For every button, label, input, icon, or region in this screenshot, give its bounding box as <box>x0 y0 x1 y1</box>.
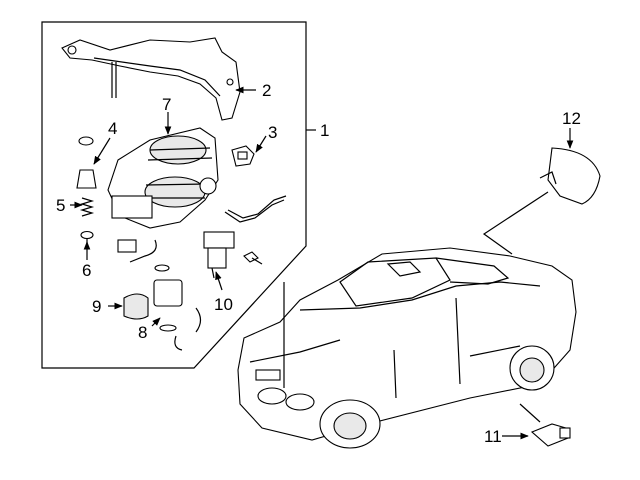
compressor-part <box>107 127 219 263</box>
air-hose-part <box>224 195 287 223</box>
callout-8: 8 <box>138 323 147 342</box>
callout-4: 4 <box>108 119 117 138</box>
valve-part <box>203 231 235 279</box>
callout-5: 5 <box>56 196 65 215</box>
callout-2: 2 <box>262 81 271 100</box>
wiring-harness-part <box>519 403 571 447</box>
callout-11: 11 <box>484 427 502 446</box>
callout-12: 12 <box>562 109 581 128</box>
leader-4 <box>93 137 111 165</box>
callout-7: 7 <box>162 95 171 114</box>
bushing-part <box>123 293 149 320</box>
leader-8 <box>151 317 161 327</box>
spring-part <box>79 197 95 217</box>
leader-12-car <box>482 191 549 255</box>
callout-9: 9 <box>92 297 101 316</box>
rubber-mount-part <box>76 136 97 189</box>
mounting-bracket-part <box>61 37 241 121</box>
leader-10 <box>215 271 223 291</box>
inset-panel-border <box>41 21 307 369</box>
callout-1: 1 <box>320 121 329 140</box>
callout-6: 6 <box>82 261 91 280</box>
leader-3 <box>255 135 267 153</box>
callout-10: 10 <box>214 295 233 314</box>
sensor-part <box>231 145 255 167</box>
car-illustration <box>237 247 577 449</box>
dryer-part <box>153 264 202 351</box>
level-sensor-part <box>539 147 601 205</box>
callout-3: 3 <box>268 123 277 142</box>
screw-part <box>243 251 263 265</box>
